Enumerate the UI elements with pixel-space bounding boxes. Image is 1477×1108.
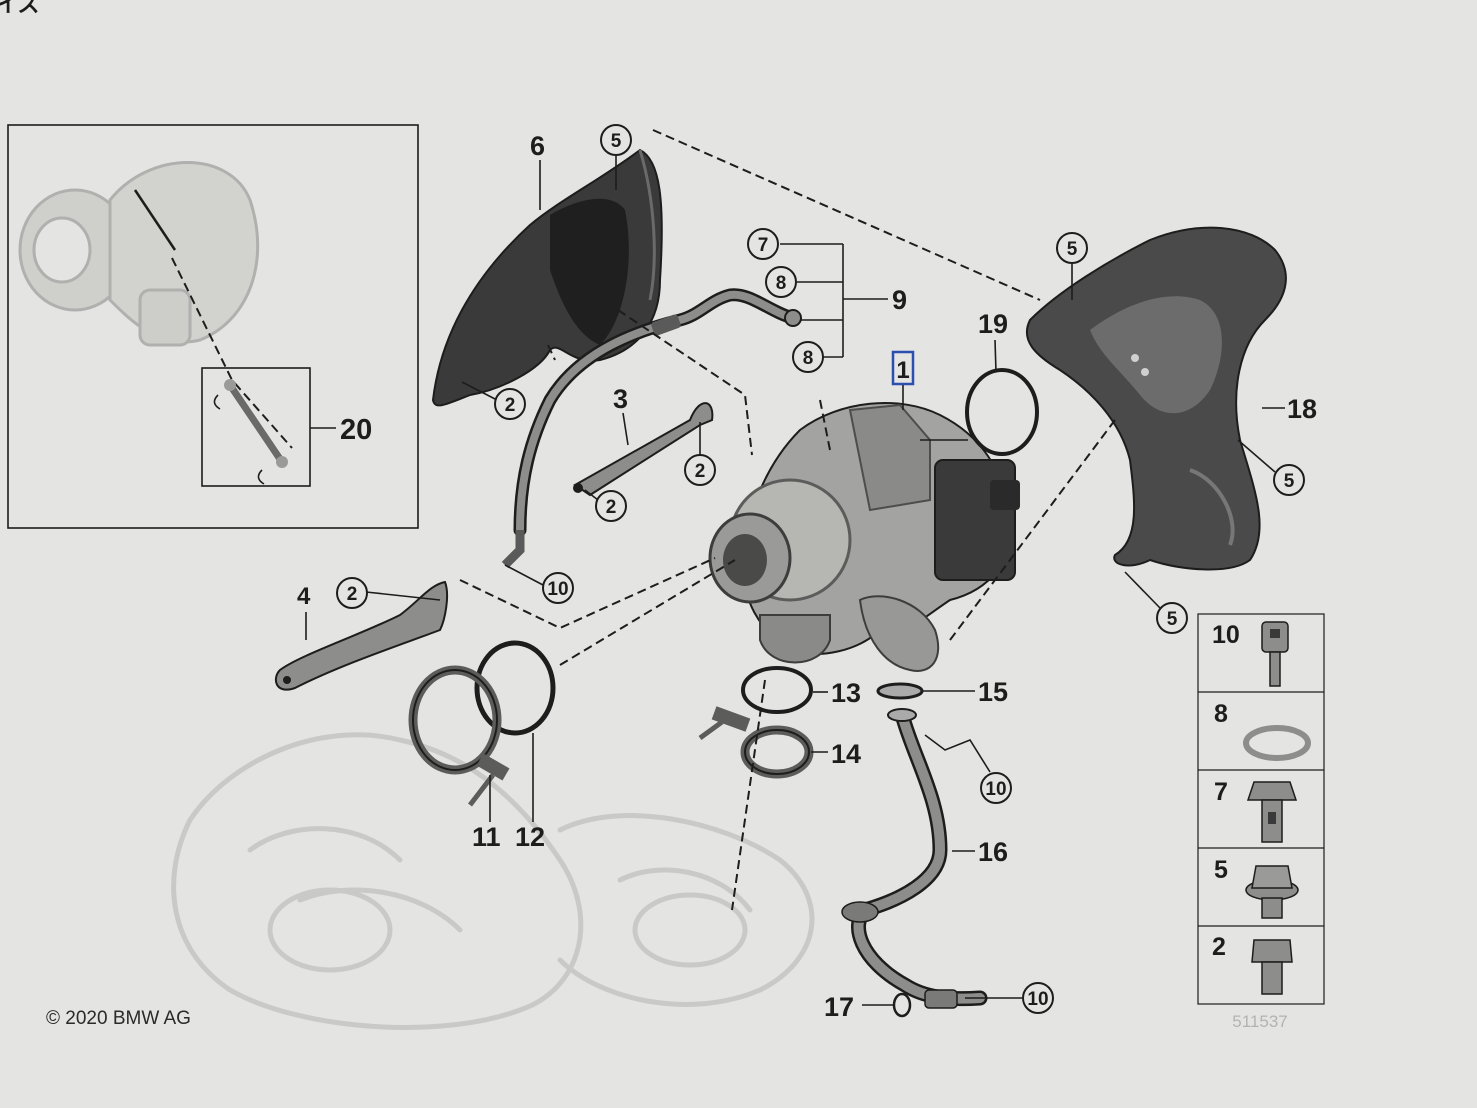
callout-14: 14 (831, 739, 861, 769)
callout-9: 9 (892, 285, 907, 315)
hex-flange-bolt-icon (1245, 865, 1299, 919)
callout-1: 1 (896, 357, 909, 384)
svg-text:5: 5 (611, 131, 622, 152)
callout-10-b: 10 (924, 734, 1012, 804)
svg-text:8: 8 (776, 273, 787, 294)
legend-row-7: 7 (1214, 778, 1298, 843)
callout-20: 20 (340, 414, 372, 446)
socket-head-screw-icon (1261, 621, 1289, 687)
svg-text:7: 7 (1214, 778, 1228, 806)
selected-part-indicator (891, 350, 915, 386)
callout-2-d: 2 (336, 577, 441, 609)
callout-5-c: 5 (1237, 439, 1305, 496)
svg-text:10: 10 (1027, 989, 1048, 1010)
callout-4: 4 (297, 583, 311, 610)
legend-row-2: 2 (1212, 933, 1293, 995)
svg-text:8: 8 (803, 348, 814, 369)
header-fragment: イス (0, 0, 39, 17)
callout-10-a: 10 (504, 564, 574, 604)
bracket-4 (274, 580, 449, 691)
diagram-id: 511537 (1232, 1012, 1287, 1031)
turbocharger-1 (708, 402, 1020, 672)
o-ring-17 (892, 992, 912, 1018)
callout-18: 18 (1287, 394, 1317, 424)
o-ring-19 (965, 368, 1039, 456)
detail-inset: 20 (7, 124, 419, 529)
callout-10-c: 10 (965, 982, 1054, 1014)
bracket-3 (573, 402, 714, 497)
gasket-12 (474, 640, 556, 736)
svg-text:2: 2 (695, 461, 706, 482)
oil-feed-line-9 (501, 288, 802, 569)
link-rod-picture (213, 379, 288, 485)
svg-text:2: 2 (505, 395, 516, 416)
svg-text:7: 7 (758, 235, 769, 256)
callout-3: 3 (613, 384, 628, 414)
callout-19: 19 (978, 309, 1008, 339)
hex-bolt-icon (1251, 939, 1293, 995)
svg-text:5: 5 (1067, 239, 1078, 260)
svg-text:10: 10 (985, 779, 1006, 800)
callout-17: 17 (824, 992, 854, 1022)
callout-11: 11 (472, 822, 501, 852)
callout-16: 16 (978, 837, 1008, 867)
callout-13: 13 (831, 678, 861, 708)
callout-2-c: 2 (684, 422, 716, 486)
svg-text:10: 10 (1212, 621, 1240, 649)
ghost-engine-outline (171, 732, 815, 1030)
callout-5-d: 5 (1124, 571, 1188, 634)
svg-text:2: 2 (347, 584, 358, 605)
svg-text:2: 2 (1212, 933, 1226, 961)
leader-9 (780, 243, 888, 358)
turbo-inset-picture (18, 161, 260, 347)
callout-2-a: 2 (461, 381, 526, 420)
callout-7: 7 (747, 228, 779, 260)
gasket-15 (876, 682, 924, 700)
heat-shield-18 (1025, 226, 1287, 571)
heat-shield-6 (431, 148, 663, 407)
sealing-ring-icon (1243, 725, 1311, 761)
v-band-clamp-11 (408, 665, 510, 807)
callout-6: 6 (530, 131, 545, 161)
hardware-legend: 10 8 7 5 (1197, 613, 1325, 1005)
oil-return-line-16 (841, 708, 988, 1009)
svg-text:5: 5 (1167, 609, 1178, 630)
gasket-13 (741, 666, 813, 714)
svg-text:10: 10 (547, 579, 568, 600)
callout-5-b: 5 (1056, 232, 1088, 300)
callout-8-a: 8 (765, 266, 797, 298)
copyright-notice: © 2020 BMW AG (46, 1008, 191, 1029)
callout-2-b: 2 (584, 489, 627, 522)
legend-row-10: 10 (1212, 621, 1289, 687)
svg-text:2: 2 (606, 497, 617, 518)
v-band-clamp-14 (698, 706, 814, 779)
svg-text:5: 5 (1214, 856, 1228, 884)
legend-row-5: 5 (1214, 856, 1299, 919)
callout-15: 15 (978, 677, 1008, 707)
callout-12: 12 (515, 822, 545, 852)
callout-5-a: 5 (600, 124, 632, 190)
assembly-dashed-lines (459, 129, 1116, 911)
svg-text:8: 8 (1214, 700, 1228, 728)
banjo-bolt-icon (1246, 781, 1298, 843)
legend-row-8: 8 (1214, 700, 1311, 761)
callout-8-b: 8 (792, 341, 824, 373)
svg-text:5: 5 (1284, 471, 1295, 492)
